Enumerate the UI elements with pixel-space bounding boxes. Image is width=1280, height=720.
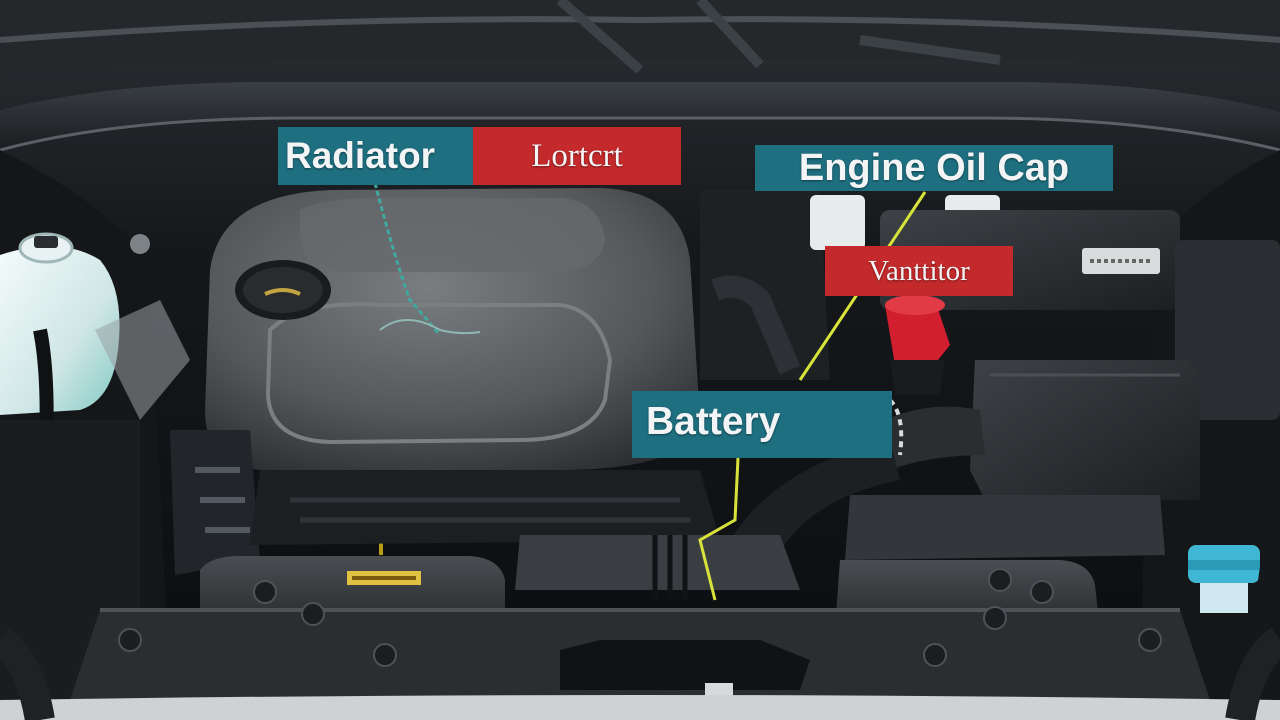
engine-oil-cap-label: Engine Oil Cap [755,145,1113,191]
radiator-label: Radiator [278,127,475,185]
lortcrt-label: Lortcrt [473,127,681,185]
vanttitor-label: Vanttitor [825,246,1013,296]
battery-label: Battery [632,391,892,458]
